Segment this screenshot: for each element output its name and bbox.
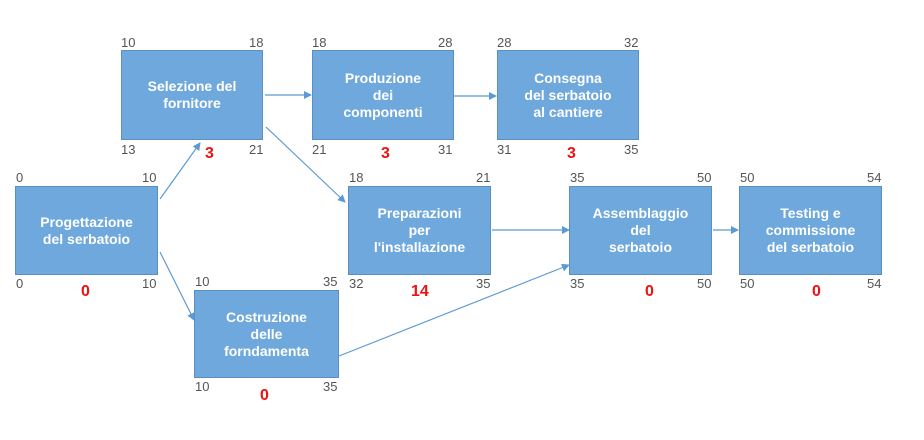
- assemblaggio-late-start: 35: [570, 276, 585, 291]
- produzione-early-start: 18: [312, 35, 327, 50]
- node-testing: Testing e commissione del serbatoio: [739, 186, 882, 275]
- preparazioni-early-start: 18: [349, 170, 364, 185]
- selezione-early-start: 10: [121, 35, 136, 50]
- assemblaggio-slack: 0: [645, 283, 654, 300]
- assemblaggio-early-finish: 50: [697, 170, 712, 185]
- produzione-early-finish: 28: [438, 35, 453, 50]
- selezione-late-start: 13: [121, 142, 136, 157]
- assemblaggio-early-start: 35: [570, 170, 585, 185]
- arrow-costruzione-assemblaggio: [338, 263, 570, 357]
- selezione-late-finish: 21: [249, 142, 264, 157]
- preparazioni-late-start: 32: [349, 276, 364, 291]
- arrow-progettazione-selezione: [159, 142, 201, 200]
- consegna-early-finish: 32: [624, 35, 639, 50]
- progettazione-early-finish: 10: [142, 170, 157, 185]
- arrow-progettazione-costruzione: [159, 251, 195, 321]
- arrows: [159, 91, 739, 357]
- progettazione-slack: 0: [81, 283, 90, 300]
- consegna-early-start: 28: [497, 35, 512, 50]
- testing-late-start: 50: [740, 276, 755, 291]
- progettazione-late-start: 0: [16, 276, 24, 291]
- costruzione-early-start: 10: [195, 274, 210, 289]
- costruzione-late-start: 10: [195, 379, 210, 394]
- node-assemblaggio: Assemblaggio del serbatoio: [569, 186, 712, 275]
- testing-early-start: 50: [740, 170, 755, 185]
- costruzione-slack: 0: [260, 387, 269, 404]
- produzione-slack: 3: [381, 145, 390, 162]
- testing-slack: 0: [812, 283, 821, 300]
- preparazioni-late-finish: 35: [476, 276, 491, 291]
- node-costruzione: Costruzione delle forndamenta: [194, 290, 339, 378]
- costruzione-late-finish: 35: [323, 379, 338, 394]
- consegna-slack: 3: [567, 145, 576, 162]
- costruzione-early-finish: 35: [323, 274, 338, 289]
- consegna-late-finish: 35: [624, 142, 639, 157]
- assemblaggio-late-finish: 50: [697, 276, 712, 291]
- progettazione-early-start: 0: [16, 170, 24, 185]
- produzione-late-finish: 31: [438, 142, 453, 157]
- consegna-late-start: 31: [497, 142, 512, 157]
- node-progettazione: Progettazione del serbatoio: [15, 186, 158, 275]
- node-preparazioni: Preparazioni per l'installazione: [348, 186, 491, 275]
- testing-late-finish: 54: [867, 276, 882, 291]
- preparazioni-slack: 14: [411, 283, 429, 300]
- progettazione-late-finish: 10: [142, 276, 157, 291]
- node-selezione: Selezione del fornitore: [121, 50, 263, 140]
- selezione-slack: 3: [205, 145, 214, 162]
- testing-early-finish: 54: [867, 170, 882, 185]
- arrow-selezione-preparazioni: [265, 126, 346, 203]
- selezione-early-finish: 18: [249, 35, 264, 50]
- preparazioni-early-finish: 21: [476, 170, 491, 185]
- node-produzione: Produzione dei componenti: [312, 50, 454, 140]
- produzione-late-start: 21: [312, 142, 327, 157]
- node-consegna: Consegna del serbatoio al cantiere: [497, 50, 639, 140]
